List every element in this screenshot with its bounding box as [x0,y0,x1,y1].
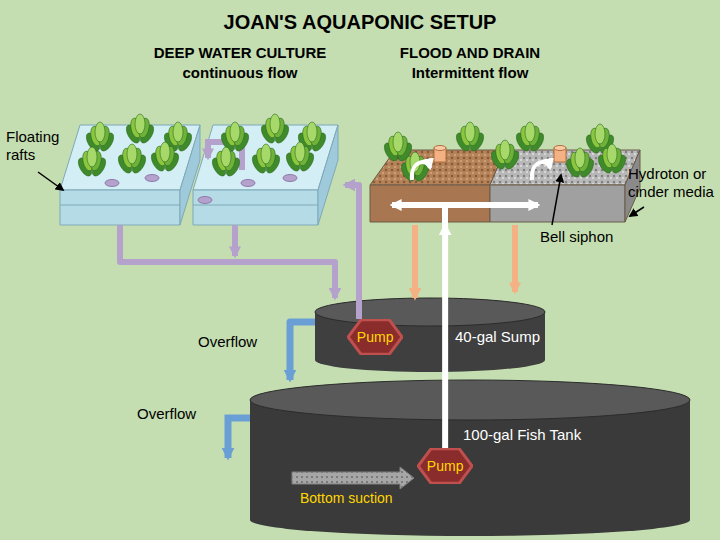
title: JOAN'S AQUAPONIC SETUP [0,10,720,34]
raft-hole [198,197,212,204]
leaf [135,114,145,134]
plant [284,142,317,173]
hexagon-shape [418,449,472,484]
leaf [307,122,317,142]
raft-front [193,190,318,225]
plant [116,144,149,175]
leaf [465,122,475,142]
plant [514,122,547,153]
leaf [160,142,170,162]
sump-box: 40-gal Sump Pump [315,298,545,372]
raft-line [60,205,180,206]
fish-tank-box: 100-gal Fish TankPump [250,380,690,538]
raft-front [60,190,180,225]
plant [564,148,597,179]
feed-pipe [392,202,538,208]
raft-line [193,205,318,206]
sump-tank [315,298,545,372]
plant [454,122,487,153]
plant [596,144,629,175]
section-subheading: continuous flow [140,64,340,82]
section-subheading: Intermittent flow [365,64,575,82]
pump-hexagon: Pump [417,448,473,484]
leaf [261,144,271,164]
raft-hole [283,175,297,182]
suction-label: Bottom suction [300,490,430,507]
leader-line [630,207,644,216]
siphon-top [434,146,446,151]
pump-hexagon: Pump [347,319,403,355]
overflow-pipe [290,322,315,380]
tank-label: 100-gal Fish Tank [463,426,613,444]
edge-label: Overflow [198,333,278,351]
plant [124,114,157,145]
leaf [127,144,137,164]
leaf [393,132,403,152]
raft-hole [145,175,159,182]
leaf [270,114,280,134]
callout-label: Floating rafts [6,128,72,164]
plant [250,144,283,175]
siphon-flow [532,162,550,180]
dwc-bed: DEEP WATER CULTURE continuous flow [55,40,345,225]
drain-pipe [512,225,518,292]
leaf [173,122,183,142]
plant [259,114,292,145]
leaf [87,147,97,167]
suction-arrow [292,467,414,489]
sump-bottom [315,348,545,372]
leaf [230,122,240,142]
leaf [295,142,305,162]
drain-pipe [120,225,335,298]
section-heading: FLOOD AND DRAIN [365,44,575,62]
tank-top [250,380,690,420]
leaf [95,122,105,142]
raft-hole [241,180,255,187]
pipe-label: Overflow [137,405,217,423]
plants [76,114,629,183]
return-pipe [345,185,359,319]
overflow-pipe [228,418,250,458]
sump-top [315,298,545,326]
raft-hole [105,180,119,187]
fish-tank [250,380,690,536]
leaf [525,122,535,142]
plant [84,122,117,153]
callout-label: Bell siphon [540,228,630,246]
pump-label: Pump [357,329,394,346]
section-heading: DEEP WATER CULTURE [140,44,340,62]
drain-pipe [232,225,238,256]
feed-pipe [442,225,448,448]
plant [210,147,243,178]
drain-pipe [412,225,418,298]
plant [489,140,522,171]
feed-pipe [442,205,448,226]
leaf [575,148,585,168]
leaf [221,147,231,167]
plant [149,142,182,173]
leaf [500,140,510,160]
bell-siphon [412,146,566,181]
siphon-top [554,146,566,151]
leader-line [38,172,63,190]
hexagon-shape [348,320,402,355]
pump-label: Pump [427,458,464,475]
plant [76,147,109,178]
tank-label: 40-gal Sump [455,328,543,346]
siphon-flow [412,162,430,180]
plant [399,152,432,183]
leaf [595,124,605,144]
tank-bottom [250,504,690,536]
callout-label: Hydroton or cinder media [628,165,716,201]
leaf [607,144,617,164]
flood-drain-bed: FLOOD AND DRAIN Intermittent flow [365,40,645,225]
leader-line [552,175,561,225]
raft-holes [105,175,297,204]
